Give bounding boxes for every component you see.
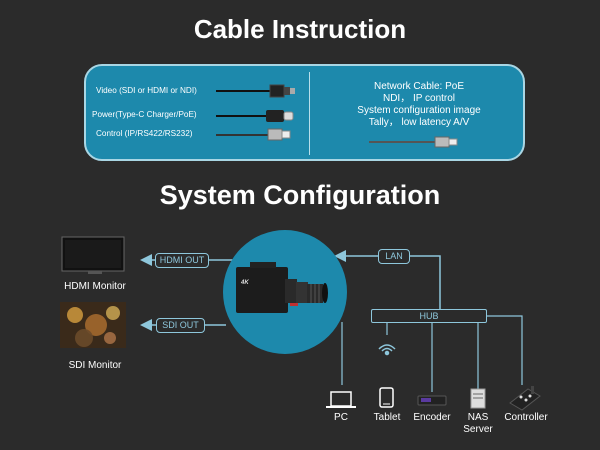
cable-label-power: Power(Type-C Charger/PoE) [92, 110, 197, 119]
hdmi-out-badge: HDMI OUT [155, 253, 209, 268]
pc-label: PC [334, 412, 348, 423]
cable-connectors [216, 84, 295, 141]
network-line-3: System configuration image [357, 105, 481, 116]
tablet-label: Tablet [373, 412, 401, 423]
tablet-icon [379, 387, 394, 408]
encoder-label: Encoder [413, 412, 451, 423]
cable-label-control: Control (IP/RS422/RS232) [96, 129, 193, 138]
usb-c-connector-icon [216, 110, 294, 122]
hdmi-monitor-label: HDMI Monitor [64, 281, 126, 292]
bnc-connector-icon [216, 84, 295, 98]
sdi-monitor-icon [60, 302, 126, 348]
camera-4k-label: 4K [241, 280, 249, 286]
sdi-monitor-label: SDI Monitor [68, 360, 122, 371]
wifi-icon [378, 344, 396, 356]
hub-bar: HUB [371, 309, 487, 323]
cable-instruction-title: Cable Instruction [193, 14, 407, 44]
controller-label: Controller [504, 412, 548, 423]
network-line-2: NDI， IP control [382, 93, 456, 104]
panel-divider [309, 72, 310, 155]
encoder-icon [417, 395, 447, 406]
cable-instruction-panel: Video (SDI or HDMI or NDI) Power(Type-C … [84, 64, 525, 161]
nas-server-label: NAS Server [463, 412, 493, 435]
system-configuration-title: System Configuration [159, 180, 441, 210]
controller-icon [509, 386, 541, 411]
lan-connection-line [334, 250, 441, 310]
nas-server-icon [470, 388, 486, 409]
pc-icon [326, 391, 356, 408]
network-line-1: Network Cable: PoE [373, 81, 465, 92]
sdi-out-badge: SDI OUT [156, 318, 205, 333]
network-cable-icon [369, 136, 458, 148]
cable-label-video: Video (SDI or HDMI or NDI) [96, 86, 197, 95]
rj45-connector-icon [216, 128, 291, 141]
network-line-4: Tally， low latency A/V [368, 117, 470, 128]
hdmi-monitor-icon [61, 236, 125, 274]
camera-icon [223, 230, 347, 354]
lan-badge: LAN [378, 249, 410, 264]
hub-lines [341, 315, 523, 392]
